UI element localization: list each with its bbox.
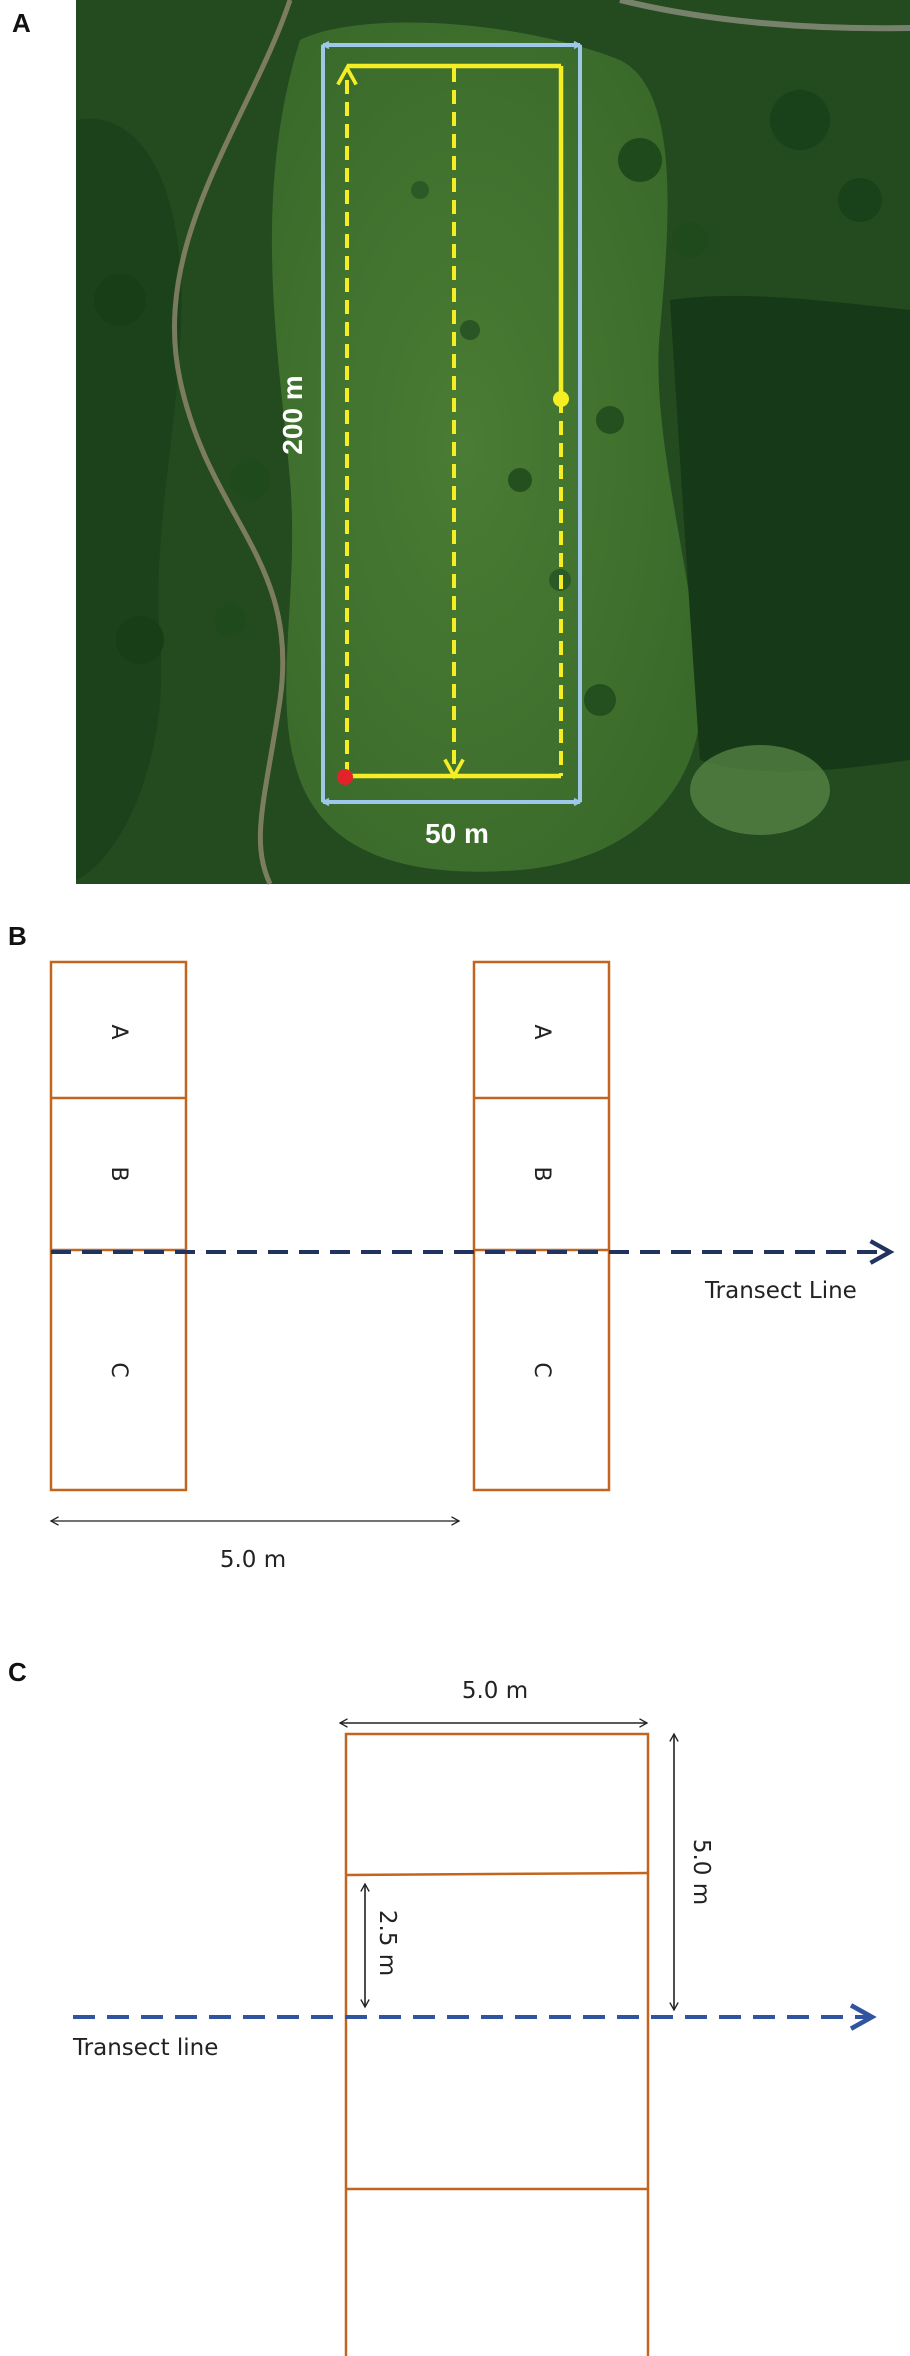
end-point-marker: [553, 391, 569, 407]
plot-left: [49, 960, 188, 1492]
aerial-photo: [76, 0, 910, 886]
transect-label-c: Transect line: [72, 2035, 218, 2061]
plot-left-section-a-label: A: [106, 1024, 131, 1039]
panel-c-letter: C: [8, 1657, 27, 1687]
plot-left-section-b-label: B: [106, 1166, 131, 1181]
plot-right-section-c-label: C: [529, 1362, 554, 1377]
plot-right-section-a-label: A: [529, 1024, 554, 1039]
panel-b-letter: B: [8, 921, 27, 951]
transect-offset-label: 2.5 m: [374, 1910, 400, 1976]
transect-width-label: 50 m: [425, 818, 489, 849]
plot-right: [472, 960, 611, 1492]
transect-route: [347, 63, 564, 776]
start-point-marker: [337, 769, 353, 785]
transect-length-label: 200 m: [277, 375, 308, 454]
plot-right-section-b-label: B: [529, 1166, 554, 1181]
plot-left-section-c-label: C: [106, 1362, 131, 1377]
panel-a-letter: A: [12, 8, 31, 38]
plot-height-label: 5.0 m: [688, 1839, 714, 1905]
transect-label-b: Transect Line: [704, 1278, 857, 1304]
plot-detail: [344, 1732, 650, 2356]
plot-width-label: 5.0 m: [462, 1678, 528, 1704]
plot-spacing-label: 5.0 m: [220, 1547, 286, 1573]
